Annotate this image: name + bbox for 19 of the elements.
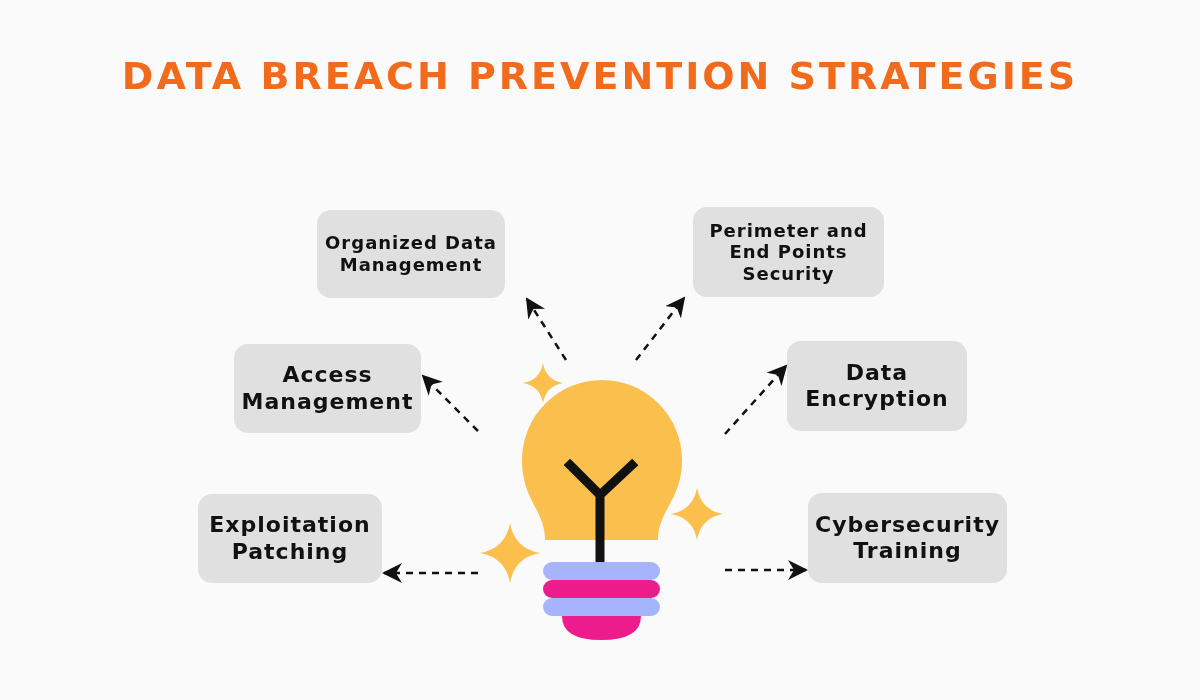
title: DATA BREACH PREVENTION STRATEGIES (121, 53, 1079, 100)
dashed-arrow (382, 563, 478, 583)
strategy-label: Exploitation Patching (208, 512, 372, 565)
dashed-arrow (635, 296, 686, 361)
strategy-box (317, 210, 505, 298)
strategy-box (787, 341, 967, 431)
strategy-box (693, 207, 884, 297)
dashed-arrow (421, 374, 479, 432)
strategy-label: Perimeter and End Points Security (708, 219, 869, 285)
strategy-label: Organized Data Management (325, 232, 497, 276)
strategy-box (198, 494, 382, 583)
strategy-label: Cybersecurity Training (815, 511, 1000, 565)
dashed-arrow (525, 297, 568, 361)
strategy-box (808, 493, 1007, 583)
dashed-arrow (725, 560, 808, 580)
dashed-arrow (724, 364, 788, 435)
strategy-label: Access Management (241, 362, 414, 415)
strategy-label: Data Encryption (804, 359, 950, 413)
strategy-box (234, 344, 421, 433)
